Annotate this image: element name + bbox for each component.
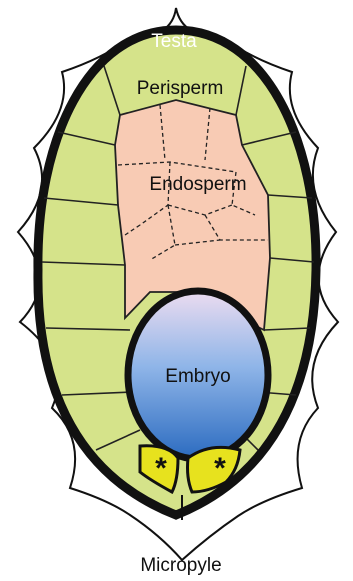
marker-right: *: [214, 452, 226, 485]
label-micropyle: Micropyle: [140, 555, 221, 576]
marker-left: *: [155, 452, 167, 485]
label-perisperm: Perisperm: [137, 78, 224, 99]
label-testa: Testa: [151, 31, 197, 52]
label-embryo: Embryo: [165, 366, 230, 387]
label-endosperm: Endosperm: [149, 174, 246, 195]
